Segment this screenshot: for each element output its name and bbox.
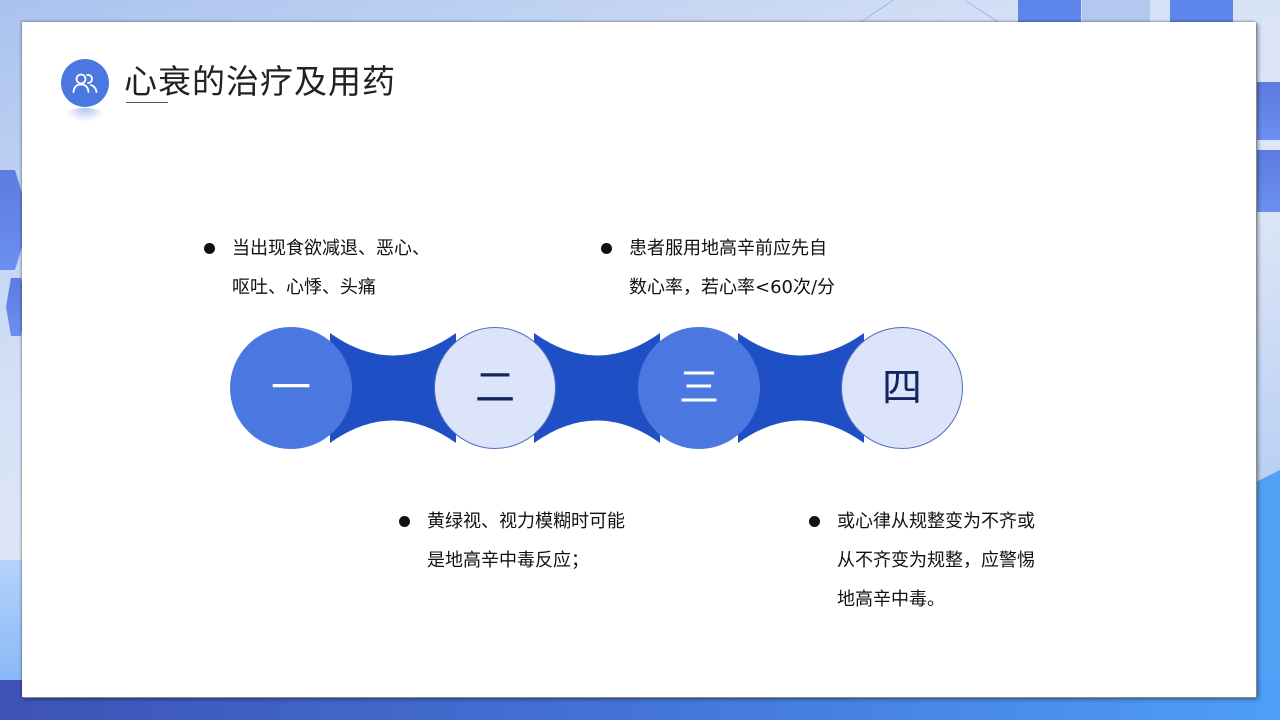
bullet-item-4: 或心律从规整变为不齐或 从不齐变为规整，应警惕 地高辛中毒。 [809,502,1035,619]
bullet-line: 数心率，若心率<60次/分 [629,277,836,298]
bullet-line: 黄绿视、视力模糊时可能 [427,511,625,532]
content-panel [22,22,1256,697]
node-label: 一 [271,365,311,411]
node-label: 二 [475,365,515,411]
bg-decor-square [1082,0,1150,22]
bullet-line: 地高辛中毒。 [837,589,945,610]
bullet-line: 当出现食欲减退、恶心、 [232,238,430,259]
bullet-line: 患者服用地高辛前应先自 [629,238,827,259]
bullet-item-2: 患者服用地高辛前应先自 数心率，若心率<60次/分 [601,229,836,307]
timeline-node-4[interactable]: 四 [841,327,963,449]
node-label: 三 [679,365,719,411]
page-title: 心衰的治疗及用药 [124,62,396,101]
bullet-line: 呕吐、心悸、头痛 [232,277,376,298]
bullet-line: 是地高辛中毒反应； [427,550,589,571]
bullet-item-3: 黄绿视、视力模糊时可能 是地高辛中毒反应； [399,502,625,580]
title-badge [61,59,109,107]
bullet-dot-icon [601,243,612,254]
bullet-item-1: 当出现食欲减退、恶心、 呕吐、心悸、头痛 [204,229,430,307]
bullet-line: 从不齐变为规整，应警惕 [837,550,1035,571]
bg-decor-line [859,0,935,23]
node-label: 四 [882,365,922,411]
bg-decor-square [1170,0,1233,22]
bullet-dot-icon [204,243,215,254]
title-badge-reflection [64,108,106,122]
users-icon [72,73,98,93]
bullet-dot-icon [399,516,410,527]
timeline-node-3[interactable]: 三 [638,327,760,449]
bullet-line: 或心律从规整变为不齐或 [837,511,1035,532]
bg-decor-hexagon [6,278,26,336]
timeline-node-1[interactable]: 一 [230,327,352,449]
timeline-node-2[interactable]: 二 [434,327,556,449]
bullet-dot-icon [809,516,820,527]
bg-decor-square [1018,0,1081,22]
title-underline [126,102,168,103]
